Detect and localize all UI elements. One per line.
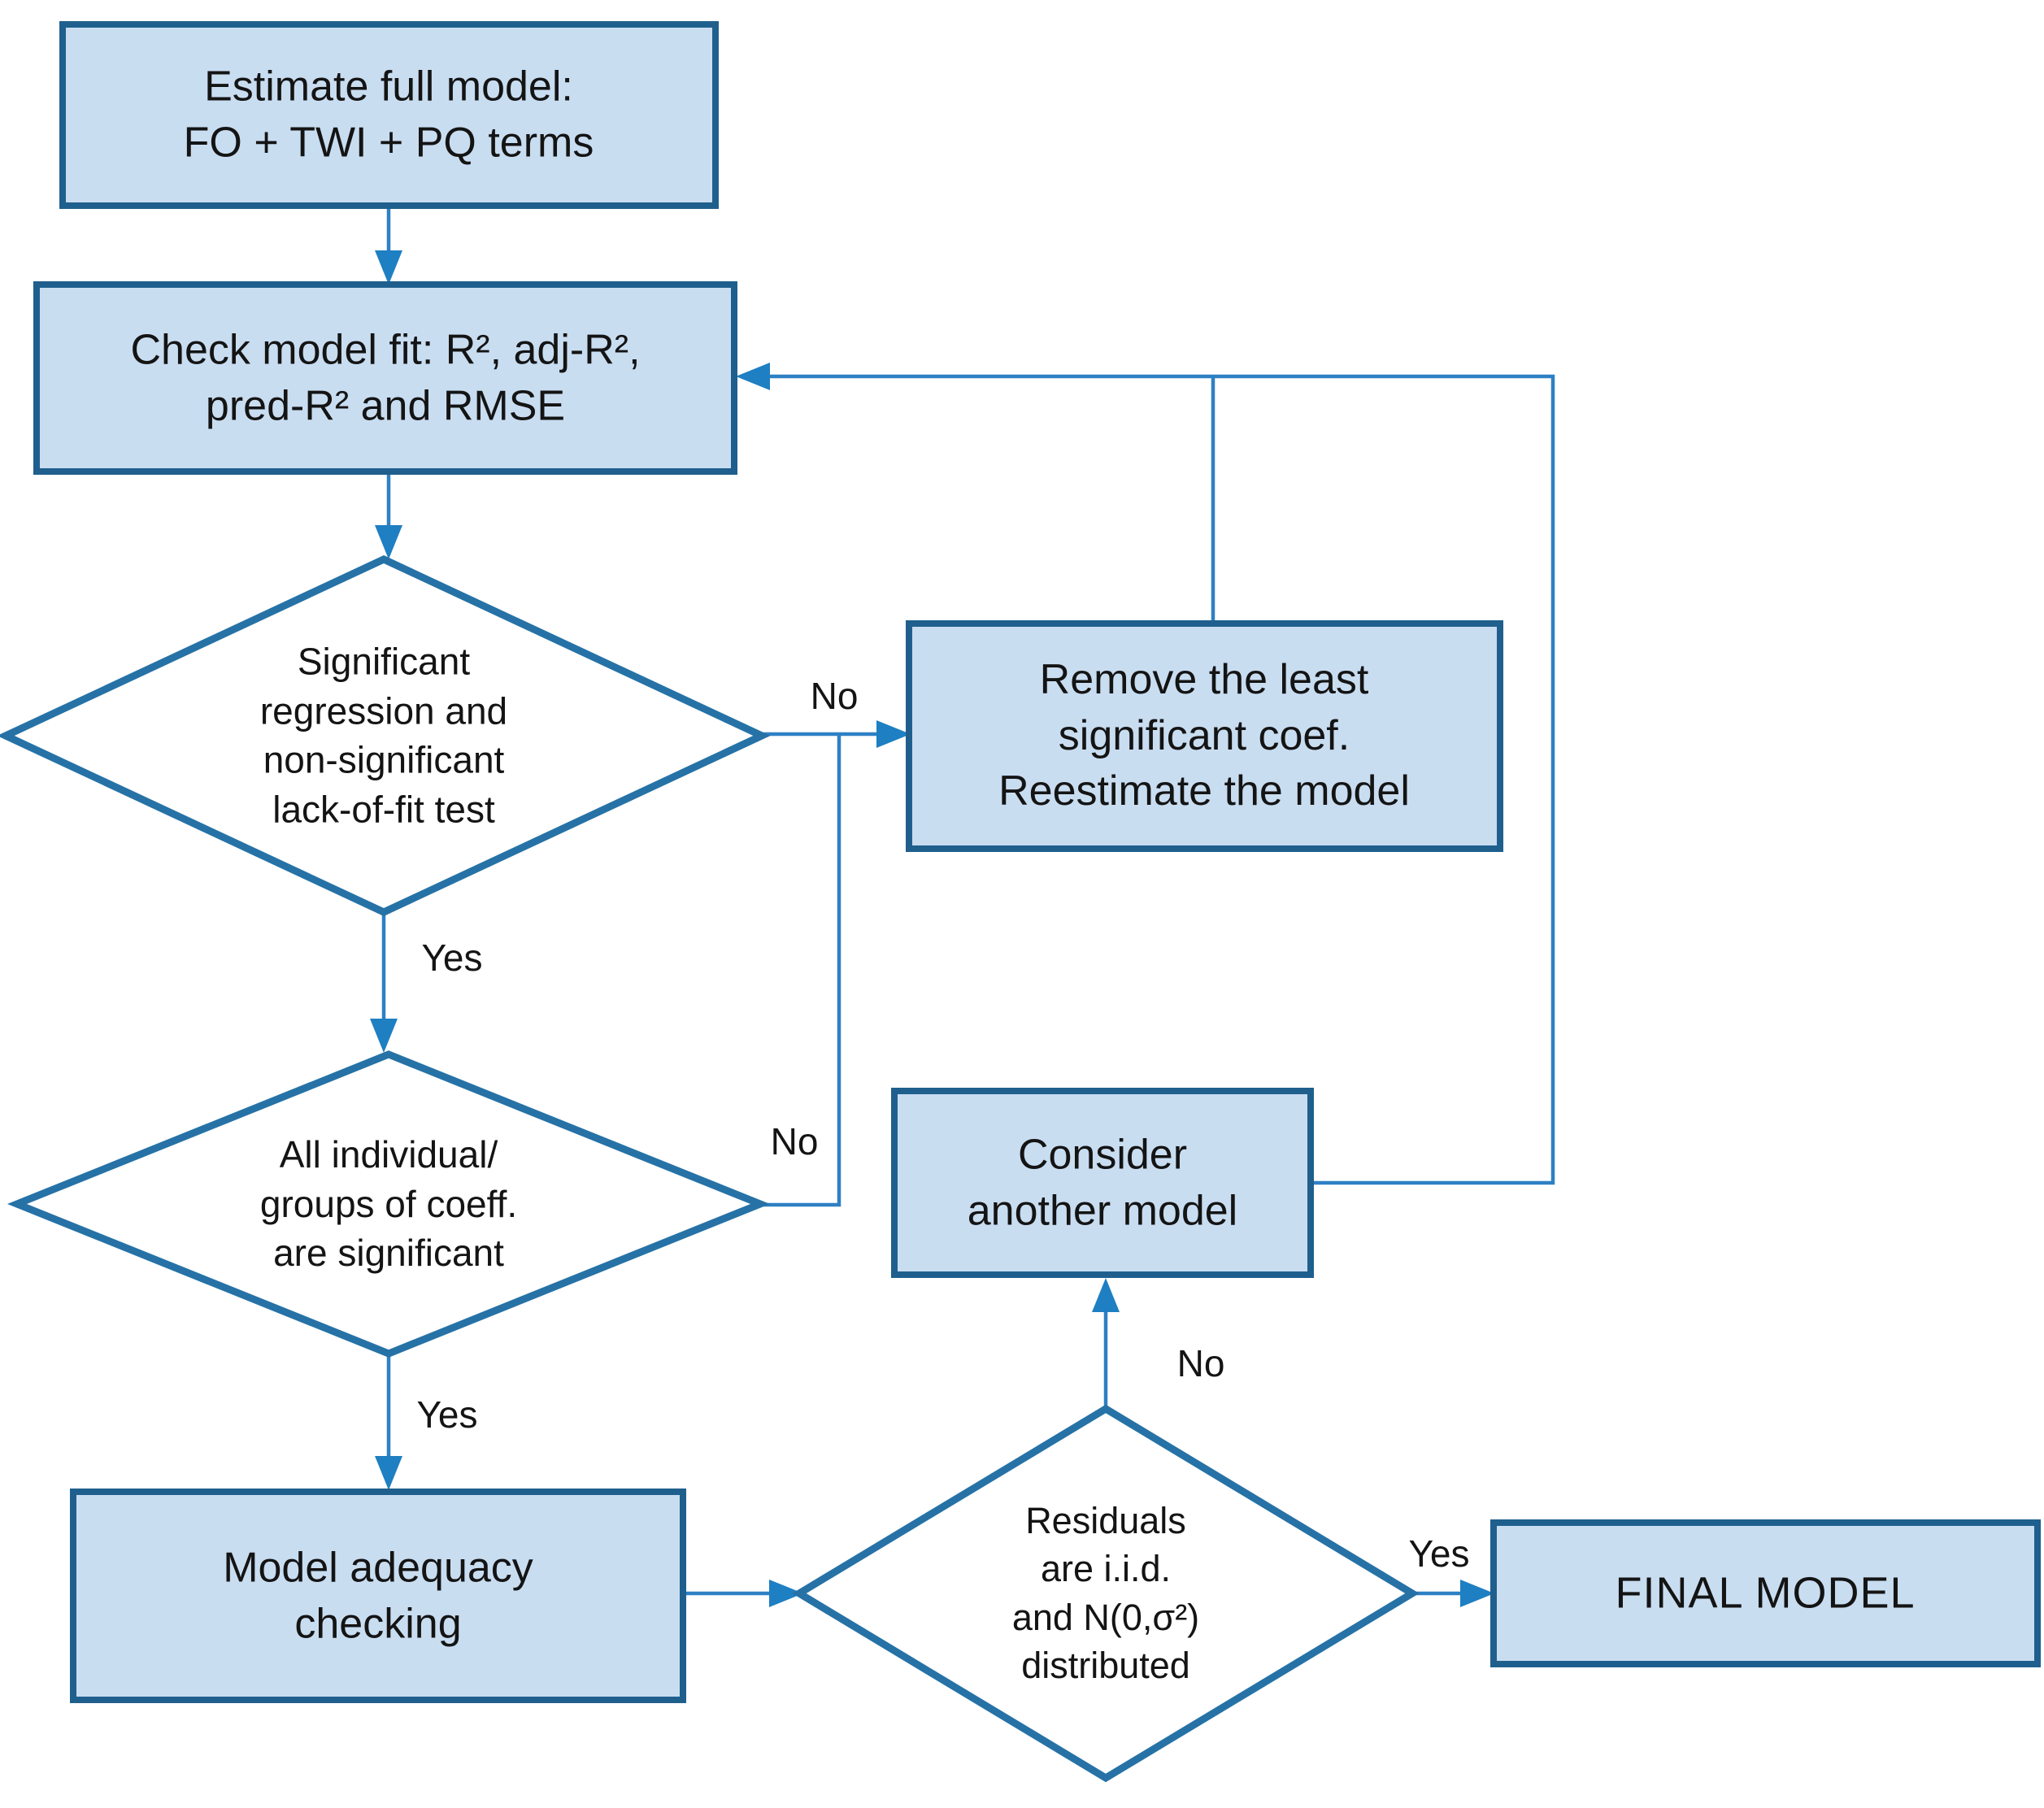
edge-label-residuals-no: No [1176, 1342, 1225, 1384]
arrowhead-right-remove [876, 720, 911, 748]
final-node-label: FINAL MODEL [1615, 1568, 1916, 1618]
adequacy-node-label: Model adequacy checking [223, 1544, 533, 1647]
edge-label-coeff-yes: Yes [416, 1393, 478, 1436]
remove-node-shape [906, 620, 1503, 852]
remove-node-label: Remove the least significant coef. Reest… [998, 656, 1410, 815]
consider-node-shape [891, 1088, 1314, 1278]
significance-decision-shape [0, 555, 771, 916]
residuals-decision-shape [792, 1404, 1420, 1783]
consider-node-label: Consider another model [967, 1131, 1238, 1234]
edge-consider-feedback-to-checkfit [768, 374, 1555, 1185]
checkfit-node-shape [33, 281, 737, 475]
arrowhead-down-coeff [370, 1019, 398, 1053]
significance-decision-label: Significant regression and non-significa… [259, 640, 508, 831]
arrowhead-right-final [1460, 1580, 1494, 1607]
arrowhead-down-checkfit [375, 250, 402, 285]
arrowhead-down-adequacy [375, 1456, 402, 1490]
edge-label-residuals-yes: Yes [1408, 1532, 1470, 1575]
estimate-node-shape [59, 21, 719, 209]
edge-coeff-no-merge [760, 734, 842, 1207]
edge-label-significance-no: No [810, 675, 859, 717]
arrowhead-right-residuals [769, 1580, 803, 1607]
edge-label-significance-yes: Yes [421, 937, 483, 979]
adequacy-node-shape [70, 1489, 686, 1703]
residuals-decision-label: Residuals are i.i.d. and N(0,σ²) distrib… [1011, 1500, 1200, 1687]
coeff-decision-label: All individual/ groups of coeff. are sig… [259, 1132, 518, 1275]
arrowhead-left-checkfit [736, 363, 770, 390]
edge-label-coeff-no: No [770, 1120, 819, 1163]
arrowhead-up-consider [1092, 1278, 1120, 1312]
coeff-decision-shape [7, 1050, 771, 1358]
estimate-node-label: Estimate full model: FO + TWI + PQ terms [183, 63, 594, 166]
checkfit-node-label: Check model fit: R², adj-R², pred-R² and… [130, 326, 641, 429]
arrowhead-down-significance [375, 525, 402, 559]
final-node-shape [1490, 1519, 2041, 1667]
